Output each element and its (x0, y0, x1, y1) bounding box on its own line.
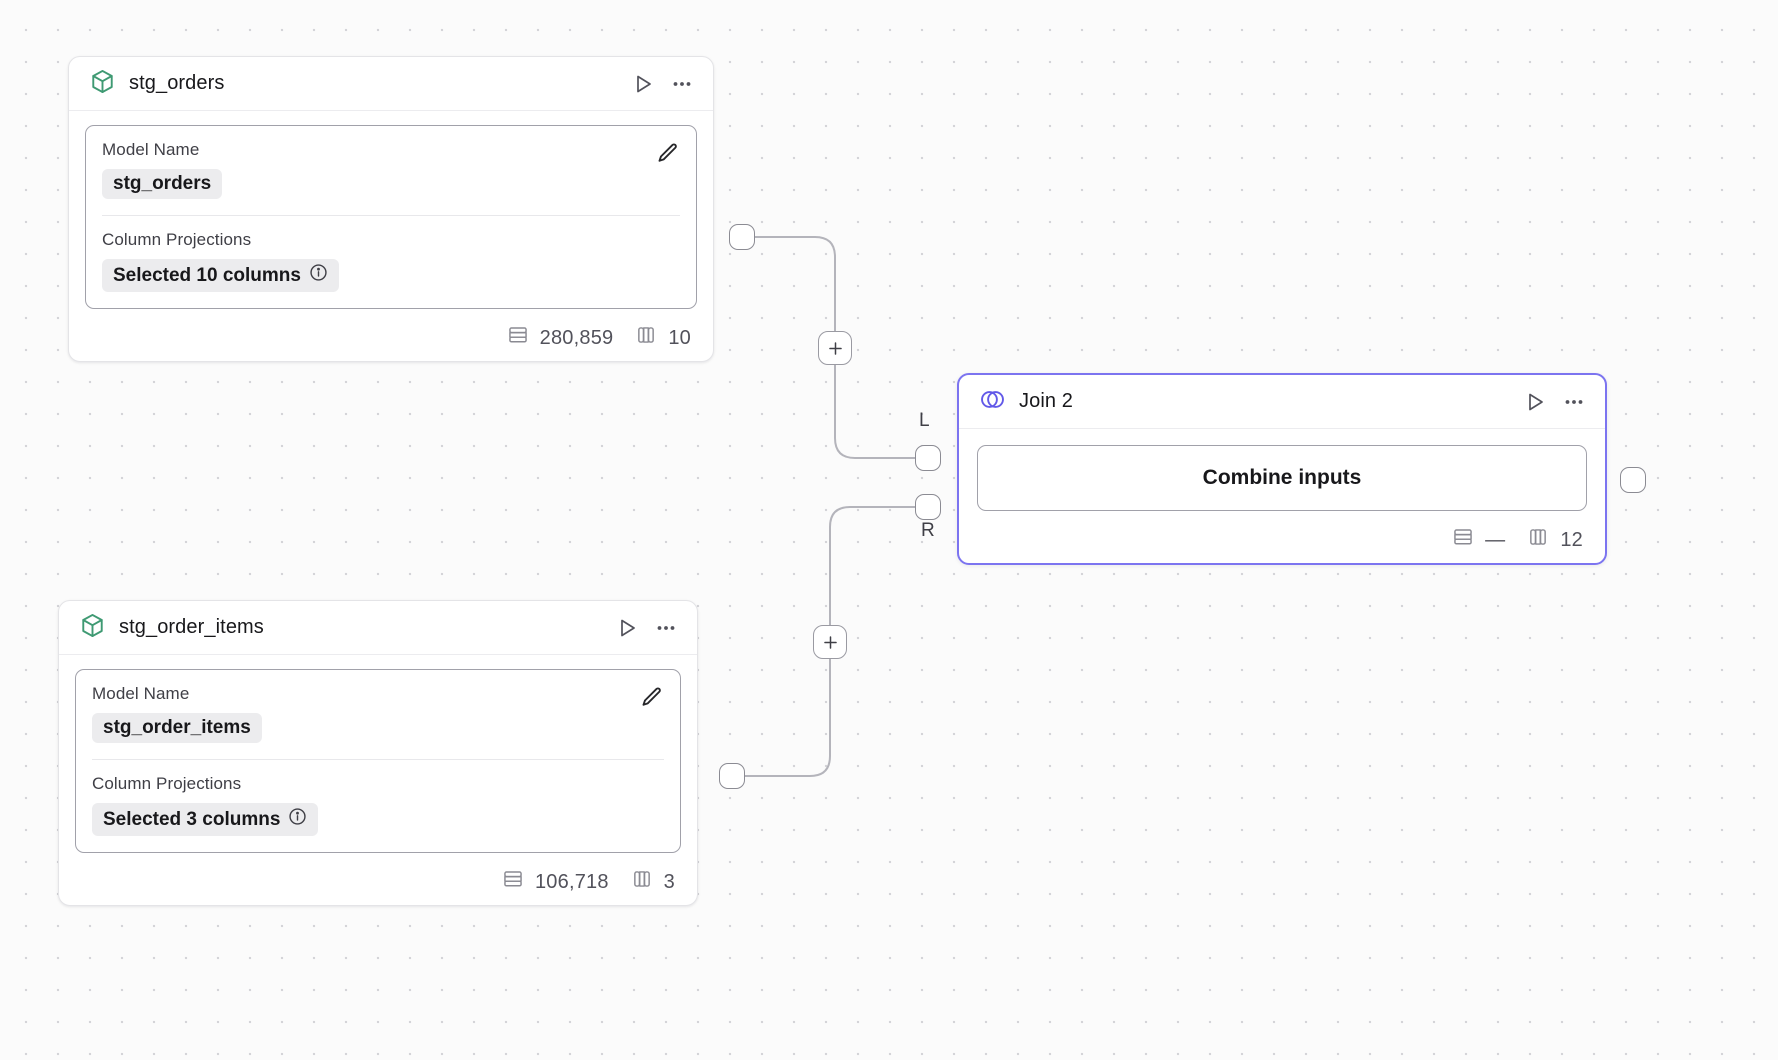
row-count-stat: 280,859 (507, 324, 614, 352)
column-projections-text: Selected 10 columns (113, 264, 301, 286)
output-port-stg-orders[interactable] (729, 224, 755, 250)
panel-divider (102, 215, 680, 216)
more-options-icon[interactable] (653, 615, 679, 641)
output-port-stg-order-items[interactable] (719, 763, 745, 789)
columns-icon (635, 324, 657, 352)
model-name-label: Model Name (92, 684, 190, 703)
add-node-on-edge-button-bottom[interactable] (813, 625, 847, 659)
port-label-right: R (921, 520, 935, 541)
rows-icon (507, 324, 529, 352)
combine-inputs-button[interactable]: Combine inputs (977, 445, 1587, 511)
node-stg-orders[interactable]: stg_orders Model Name stg_orders (68, 56, 714, 362)
column-count-stat: 10 (635, 324, 691, 352)
node-join-2[interactable]: Join 2 Combine inputs (957, 373, 1607, 565)
panel-divider (92, 759, 664, 760)
play-icon[interactable] (1522, 389, 1548, 415)
column-count-value: 12 (1560, 528, 1583, 551)
add-node-on-edge-button-top[interactable] (818, 331, 852, 365)
model-name-value[interactable]: stg_orders (102, 169, 223, 199)
node-header: Join 2 (959, 375, 1605, 429)
info-icon[interactable] (288, 807, 307, 832)
column-projections-label: Column Projections (92, 774, 242, 793)
row-count-stat: — (1452, 526, 1505, 554)
model-name-label: Model Name (102, 140, 200, 159)
join-circles-icon (979, 386, 1006, 418)
cube-icon (89, 68, 116, 100)
row-count-stat: 106,718 (502, 868, 609, 896)
rows-icon (502, 868, 524, 896)
column-projections-value[interactable]: Selected 3 columns (92, 803, 319, 836)
column-projections-text: Selected 3 columns (103, 808, 281, 830)
node-body: Combine inputs (959, 429, 1605, 517)
columns-icon (1527, 526, 1549, 554)
node-stg-order-items[interactable]: stg_order_items Model Name stg_order_ite… (58, 600, 698, 906)
node-config-panel: Model Name stg_orders Column Projections… (85, 125, 697, 309)
node-footer: 280,859 10 (69, 315, 713, 361)
cube-icon (79, 612, 106, 644)
node-header: stg_order_items (59, 601, 697, 655)
more-options-icon[interactable] (1561, 389, 1587, 415)
node-config-panel: Model Name stg_order_items Column Projec… (75, 669, 681, 853)
node-header: stg_orders (69, 57, 713, 111)
output-port-join-2[interactable] (1620, 467, 1646, 493)
column-count-value: 10 (668, 326, 691, 349)
rows-icon (1452, 526, 1474, 554)
column-projections-label: Column Projections (102, 230, 252, 249)
model-name-value[interactable]: stg_order_items (92, 713, 262, 743)
row-count-value: 106,718 (534, 870, 609, 893)
node-footer: 106,718 3 (59, 859, 697, 905)
node-footer: — 12 (959, 517, 1605, 563)
column-count-stat: 12 (1527, 526, 1583, 554)
row-count-value: 280,859 (539, 326, 614, 349)
node-title: stg_order_items (119, 616, 264, 638)
node-body: Model Name stg_orders Column Projections… (69, 111, 713, 315)
info-icon[interactable] (309, 263, 328, 288)
row-count-value: — (1485, 528, 1506, 551)
column-projections-value[interactable]: Selected 10 columns (102, 259, 339, 292)
input-port-join-right[interactable] (915, 494, 941, 520)
column-count-stat: 3 (631, 868, 675, 896)
edit-pencil-icon[interactable] (654, 140, 680, 166)
play-icon[interactable] (614, 615, 640, 641)
port-label-left: L (919, 410, 930, 431)
node-title: stg_orders (129, 72, 225, 94)
columns-icon (631, 868, 653, 896)
node-body: Model Name stg_order_items Column Projec… (59, 655, 697, 859)
more-options-icon[interactable] (669, 71, 695, 97)
node-title: Join 2 (1019, 390, 1073, 412)
input-port-join-left[interactable] (915, 445, 941, 471)
edit-pencil-icon[interactable] (638, 684, 664, 710)
column-count-value: 3 (663, 870, 675, 893)
play-icon[interactable] (630, 71, 656, 97)
